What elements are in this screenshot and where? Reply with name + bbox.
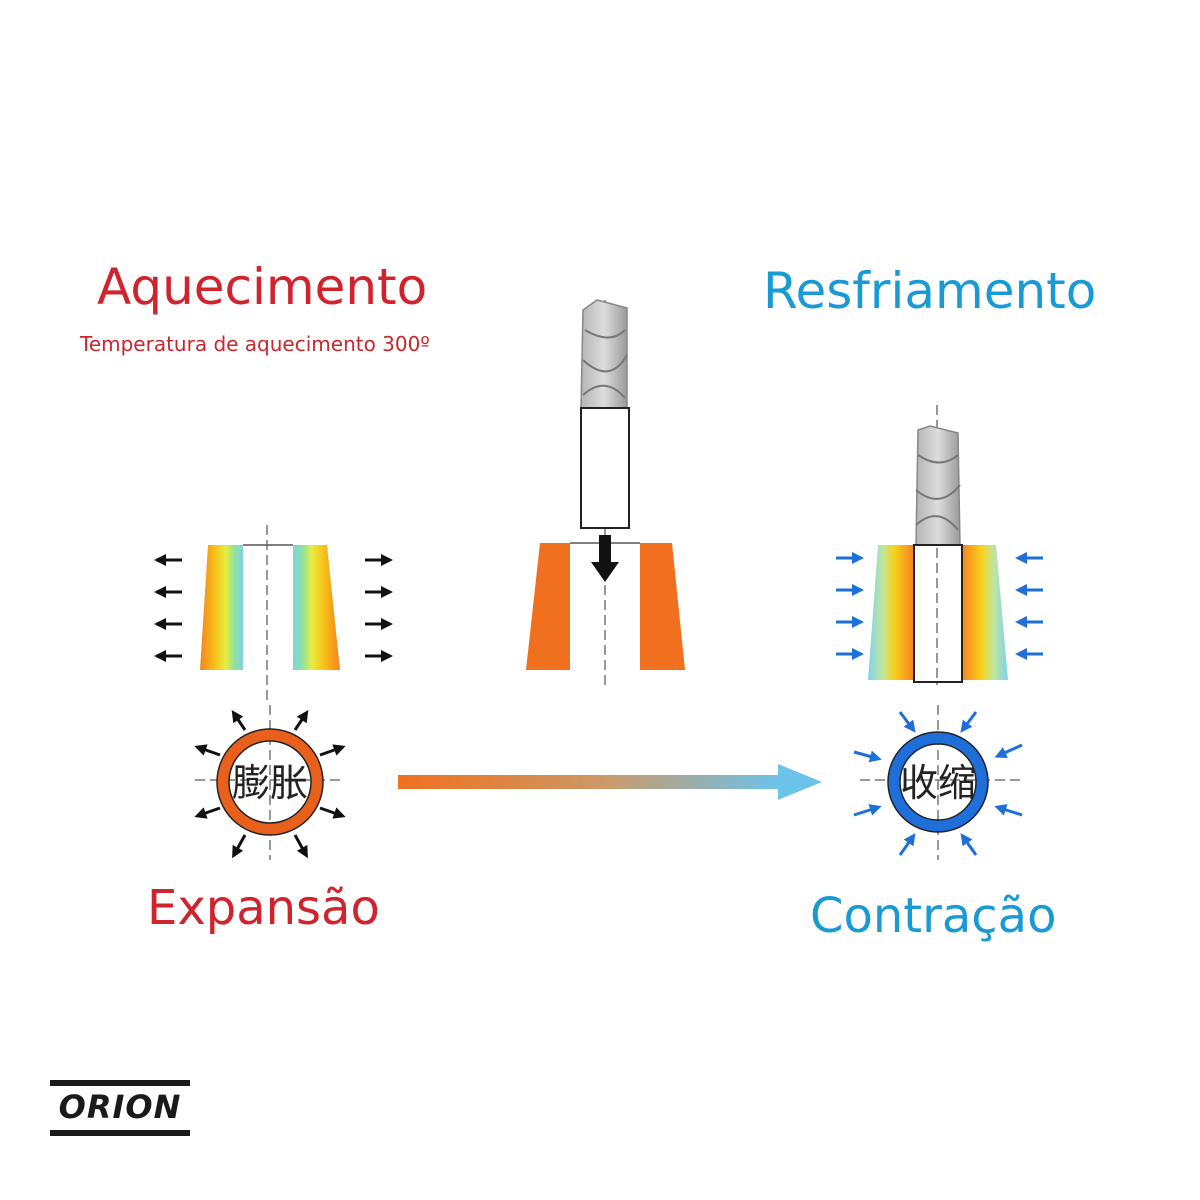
contraction-ring-label: 收缩 — [900, 761, 976, 805]
cooling-title: Resfriamento — [763, 262, 1097, 320]
logo-bottom-bar — [50, 1130, 190, 1136]
expansion-ring: 膨胀 — [194, 705, 346, 860]
cooled-holder — [868, 405, 1008, 690]
expansion-ring-label: 膨胀 — [232, 761, 308, 805]
logo-text: ORION — [58, 1088, 182, 1126]
arrow-down-icon — [591, 535, 619, 582]
tool-shank-icon — [580, 299, 630, 690]
heated-holder — [200, 525, 340, 700]
contraction-arrows-icon — [836, 552, 1043, 660]
contraction-label: Contração — [810, 888, 1057, 944]
logo-top-bar — [50, 1080, 190, 1086]
process-arrow-icon — [398, 764, 822, 800]
heating-subtitle: Temperatura de aquecimento 300º — [80, 332, 430, 356]
expansion-arrows-icon — [154, 554, 393, 662]
heating-title: Aquecimento — [97, 258, 428, 316]
orion-logo: ORION — [50, 1080, 190, 1136]
contraction-ring: 收缩 — [853, 705, 1023, 860]
expansion-label: Expansão — [147, 880, 380, 936]
